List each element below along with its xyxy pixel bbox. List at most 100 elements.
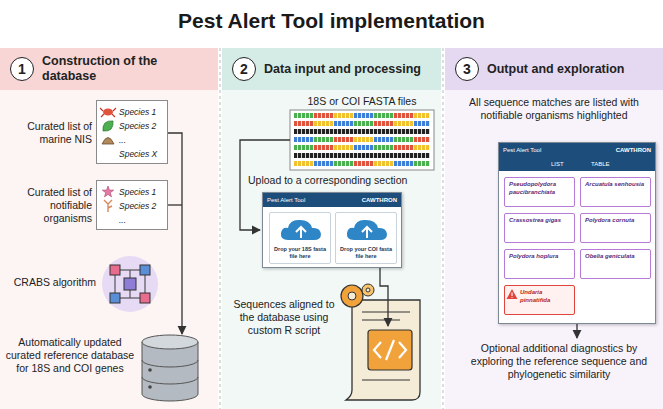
base-cell xyxy=(426,161,429,166)
caption-label: Curated list of marine NIS xyxy=(4,120,92,146)
column-grounds-part xyxy=(445,90,663,409)
base-cell xyxy=(338,129,341,134)
base-cell xyxy=(294,161,297,166)
caption-label: Upload to a corresponding section xyxy=(248,174,440,187)
code-icon-part xyxy=(366,288,370,292)
species-icon xyxy=(103,109,113,116)
column-grounds-part xyxy=(443,48,444,409)
base-cell xyxy=(342,113,345,118)
base-cell xyxy=(298,121,301,126)
base-cell xyxy=(334,153,337,158)
base-cell xyxy=(306,129,309,134)
step-number: 2 xyxy=(232,57,256,81)
crabs-icon-part xyxy=(124,278,136,290)
sequence-image-part xyxy=(290,110,434,170)
base-cell xyxy=(354,145,357,150)
database-cylinder-part xyxy=(142,335,198,349)
base-cell xyxy=(362,113,365,118)
column-grounds-part xyxy=(220,48,221,409)
base-cell xyxy=(306,121,309,126)
base-cell xyxy=(382,145,385,150)
warning-triangle xyxy=(507,289,518,299)
base-cell xyxy=(318,129,321,134)
base-cell xyxy=(314,145,317,150)
base-cell xyxy=(334,161,337,166)
code-icon-part xyxy=(362,284,374,296)
base-cell xyxy=(346,153,349,158)
base-cell xyxy=(370,137,373,142)
column-grounds-part xyxy=(0,90,218,409)
base-cell xyxy=(422,153,425,158)
base-cell xyxy=(382,137,385,142)
diagram-title: Pest Alert Tool implementation xyxy=(0,8,663,34)
base-cell xyxy=(366,129,369,134)
match-card: Obelia geniculata xyxy=(580,249,651,279)
base-cell xyxy=(326,137,329,142)
base-cell xyxy=(366,121,369,126)
base-cell xyxy=(410,113,413,118)
base-cell xyxy=(346,121,349,126)
base-cell xyxy=(306,153,309,158)
base-cell xyxy=(410,161,413,166)
code-icon-part xyxy=(362,319,400,320)
species-list: Species 1Species 2... xyxy=(96,180,168,230)
column-grounds-part xyxy=(222,90,441,409)
flow-arrow xyxy=(168,204,182,205)
base-cell xyxy=(338,137,341,142)
database-cylinder-part xyxy=(142,377,198,384)
alert-icon xyxy=(505,286,519,302)
base-cell xyxy=(322,137,325,142)
code-icon-part xyxy=(362,379,410,380)
base-cell xyxy=(418,137,421,142)
base-cell xyxy=(342,129,345,134)
flow-arrow xyxy=(576,324,577,338)
node-text: Pest Alert Tool xyxy=(503,146,541,154)
base-cell xyxy=(426,145,429,150)
base-cell xyxy=(302,137,305,142)
base-cell xyxy=(350,129,353,134)
base-cell xyxy=(306,145,309,150)
base-cell xyxy=(342,153,345,158)
base-cell xyxy=(414,161,417,166)
base-cell xyxy=(346,137,349,142)
drop-zone: Drop your 18S fasta file here xyxy=(269,212,331,264)
code-icon xyxy=(341,284,420,400)
code-icon-part xyxy=(341,285,363,307)
base-cell xyxy=(330,121,333,126)
upload-arrow xyxy=(296,227,306,238)
base-cell xyxy=(426,153,429,158)
base-cell xyxy=(314,129,317,134)
base-cell xyxy=(370,161,373,166)
base-cell xyxy=(294,137,297,142)
code-icon-part xyxy=(374,342,381,358)
base-cell xyxy=(378,113,381,118)
base-cell xyxy=(378,161,381,166)
match-card: Arcuatula senhousia xyxy=(580,177,651,207)
base-cell xyxy=(394,153,397,158)
warning-mark xyxy=(511,293,512,299)
base-cell xyxy=(418,153,421,158)
base-cell xyxy=(306,161,309,166)
base-cell xyxy=(382,121,385,126)
base-cell xyxy=(390,129,393,134)
base-cell xyxy=(414,121,417,126)
base-cell xyxy=(418,145,421,150)
base-cell xyxy=(398,145,401,150)
base-cell xyxy=(386,153,389,158)
base-cell xyxy=(342,145,345,150)
base-cell xyxy=(422,113,425,118)
base-cell xyxy=(402,113,405,118)
base-cell xyxy=(322,145,325,150)
base-cell xyxy=(422,137,425,142)
base-cell xyxy=(326,145,329,150)
base-cell xyxy=(398,129,401,134)
base-cell xyxy=(310,145,313,150)
match-card: Polydora hoplura xyxy=(504,249,575,279)
base-cell xyxy=(338,161,341,166)
base-cell xyxy=(306,113,309,118)
code-icon-part xyxy=(362,311,410,312)
base-cell xyxy=(398,161,401,166)
base-cell xyxy=(394,137,397,142)
crabs-icon-part xyxy=(102,256,158,312)
caption-label: Automatically updated curated reference … xyxy=(4,336,136,375)
